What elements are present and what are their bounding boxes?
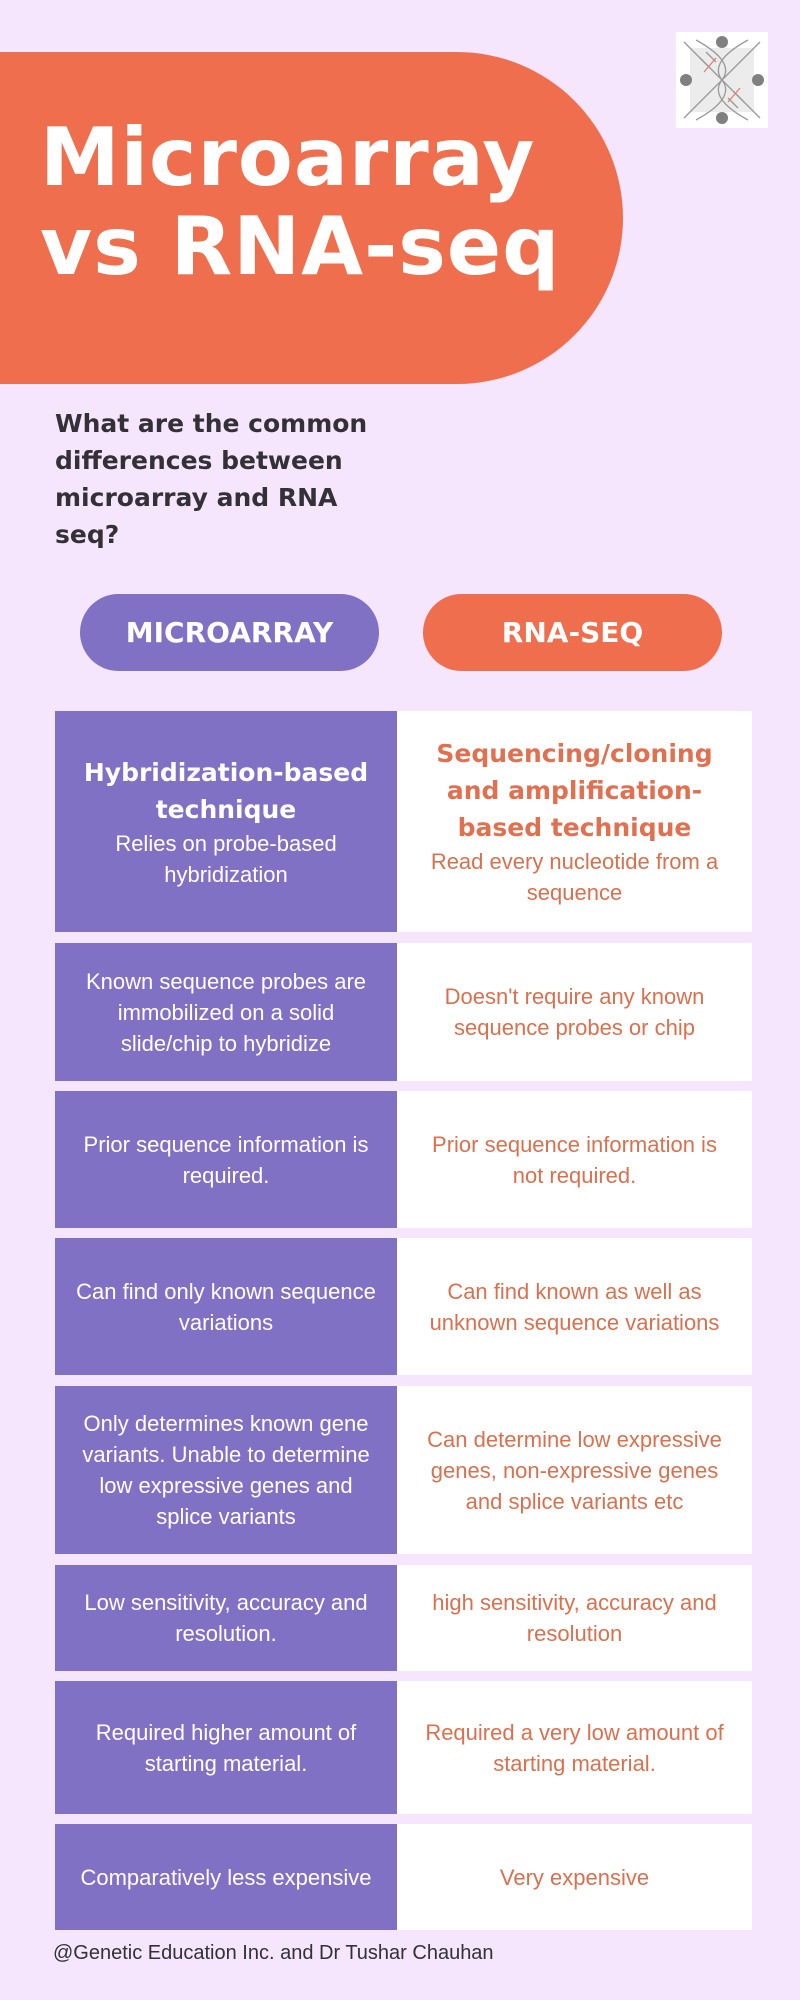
cell-text: Read every nucleotide from a sequence [430, 849, 719, 905]
credits-footer: @Genetic Education Inc. and Dr Tushar Ch… [53, 1942, 494, 1964]
microarray-cell: Only determines known gene variants. Una… [55, 1386, 397, 1554]
subtitle-question: What are the common differences between … [55, 409, 368, 549]
cell-text: Very expensive [499, 1864, 650, 1890]
cell-text: Required higher amount of starting mater… [95, 1719, 357, 1776]
page-title-line-1: Microarray [40, 111, 536, 204]
cell-text: Doesn't require any known sequence probe… [444, 984, 705, 1040]
cell-text: Can find only known sequence variations [76, 1278, 376, 1335]
cell-text: Comparatively less expensive [80, 1864, 372, 1890]
rna-seq-cell: Doesn't require any known sequence probe… [397, 943, 752, 1081]
cell-text: Known sequence probes are immobilized on… [85, 968, 367, 1056]
microarray-cell: Can find only known sequence variations [55, 1238, 397, 1375]
rna-seq-cell: Can find known as well as unknown sequen… [397, 1238, 752, 1375]
comparison-row: Comparatively less expensive Very expens… [55, 1824, 752, 1930]
microarray-cell: Hybridization-based technique Relies on … [55, 711, 397, 932]
rna-seq-cell: Prior sequence information is not requir… [397, 1091, 752, 1228]
microarray-cell: Known sequence probes are immobilized on… [55, 943, 397, 1081]
rna-seq-column-button[interactable]: RNA-SEQ [423, 594, 722, 671]
cell-text: Low sensitivity, accuracy and resolution… [84, 1590, 368, 1646]
microarray-cell: Required higher amount of starting mater… [55, 1681, 397, 1814]
comparison-row: Known sequence probes are immobilized on… [55, 943, 752, 1081]
rna-seq-cell: Sequencing/cloning and amplification-bas… [397, 711, 752, 932]
rna-seq-cell: Required a very low amount of starting m… [397, 1681, 752, 1814]
comparison-row: Prior sequence information is required. … [55, 1091, 752, 1228]
comparison-row: Hybridization-based technique Relies on … [55, 711, 752, 932]
cell-heading: Hybridization-based technique [83, 757, 369, 824]
rna-seq-cell: high sensitivity, accuracy and resolutio… [397, 1565, 752, 1671]
microarray-cell: Comparatively less expensive [55, 1824, 397, 1930]
dna-helix-logo-icon [676, 32, 768, 128]
cell-text: Can find known as well as unknown sequen… [429, 1278, 720, 1335]
rna-seq-cell: Very expensive [397, 1824, 752, 1930]
microarray-cell: Low sensitivity, accuracy and resolution… [55, 1565, 397, 1671]
cell-heading: Sequencing/cloning and amplification-bas… [436, 739, 713, 842]
microarray-cell: Prior sequence information is required. [55, 1091, 397, 1228]
microarray-column-button[interactable]: MICROARRAY [80, 594, 379, 671]
cell-text: Prior sequence information is not requir… [432, 1131, 717, 1188]
comparison-row: Can find only known sequence variations … [55, 1238, 752, 1375]
cell-text: Only determines known gene variants. Una… [82, 1411, 370, 1529]
cell-text: Required a very low amount of starting m… [425, 1719, 724, 1776]
comparison-row: Only determines known gene variants. Una… [55, 1386, 752, 1554]
cell-text: Relies on probe-based hybridization [115, 830, 337, 887]
cell-text: Prior sequence information is required. [83, 1131, 369, 1188]
rna-seq-cell: Can determine low expressive genes, non-… [397, 1386, 752, 1554]
cell-text: Can determine low expressive genes, non-… [427, 1426, 722, 1514]
comparison-row: Required higher amount of starting mater… [55, 1681, 752, 1814]
title-banner [0, 52, 623, 384]
comparison-row: Low sensitivity, accuracy and resolution… [55, 1565, 752, 1671]
page-title-line-2: vs RNA-seq [40, 200, 561, 293]
cell-text: high sensitivity, accuracy and resolutio… [432, 1590, 717, 1646]
